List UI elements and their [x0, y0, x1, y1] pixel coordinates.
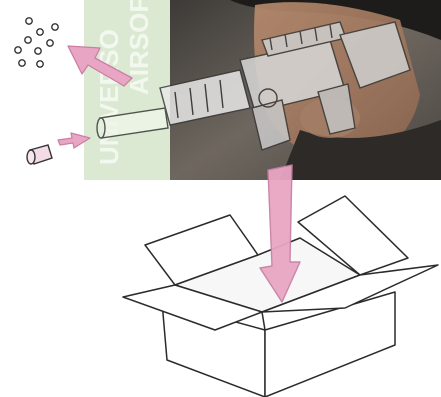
- pellets-icon: [15, 18, 58, 67]
- watermark: UNIVERSO AIRSOFT: [84, 0, 170, 180]
- muzzle-cap-icon: [27, 145, 52, 164]
